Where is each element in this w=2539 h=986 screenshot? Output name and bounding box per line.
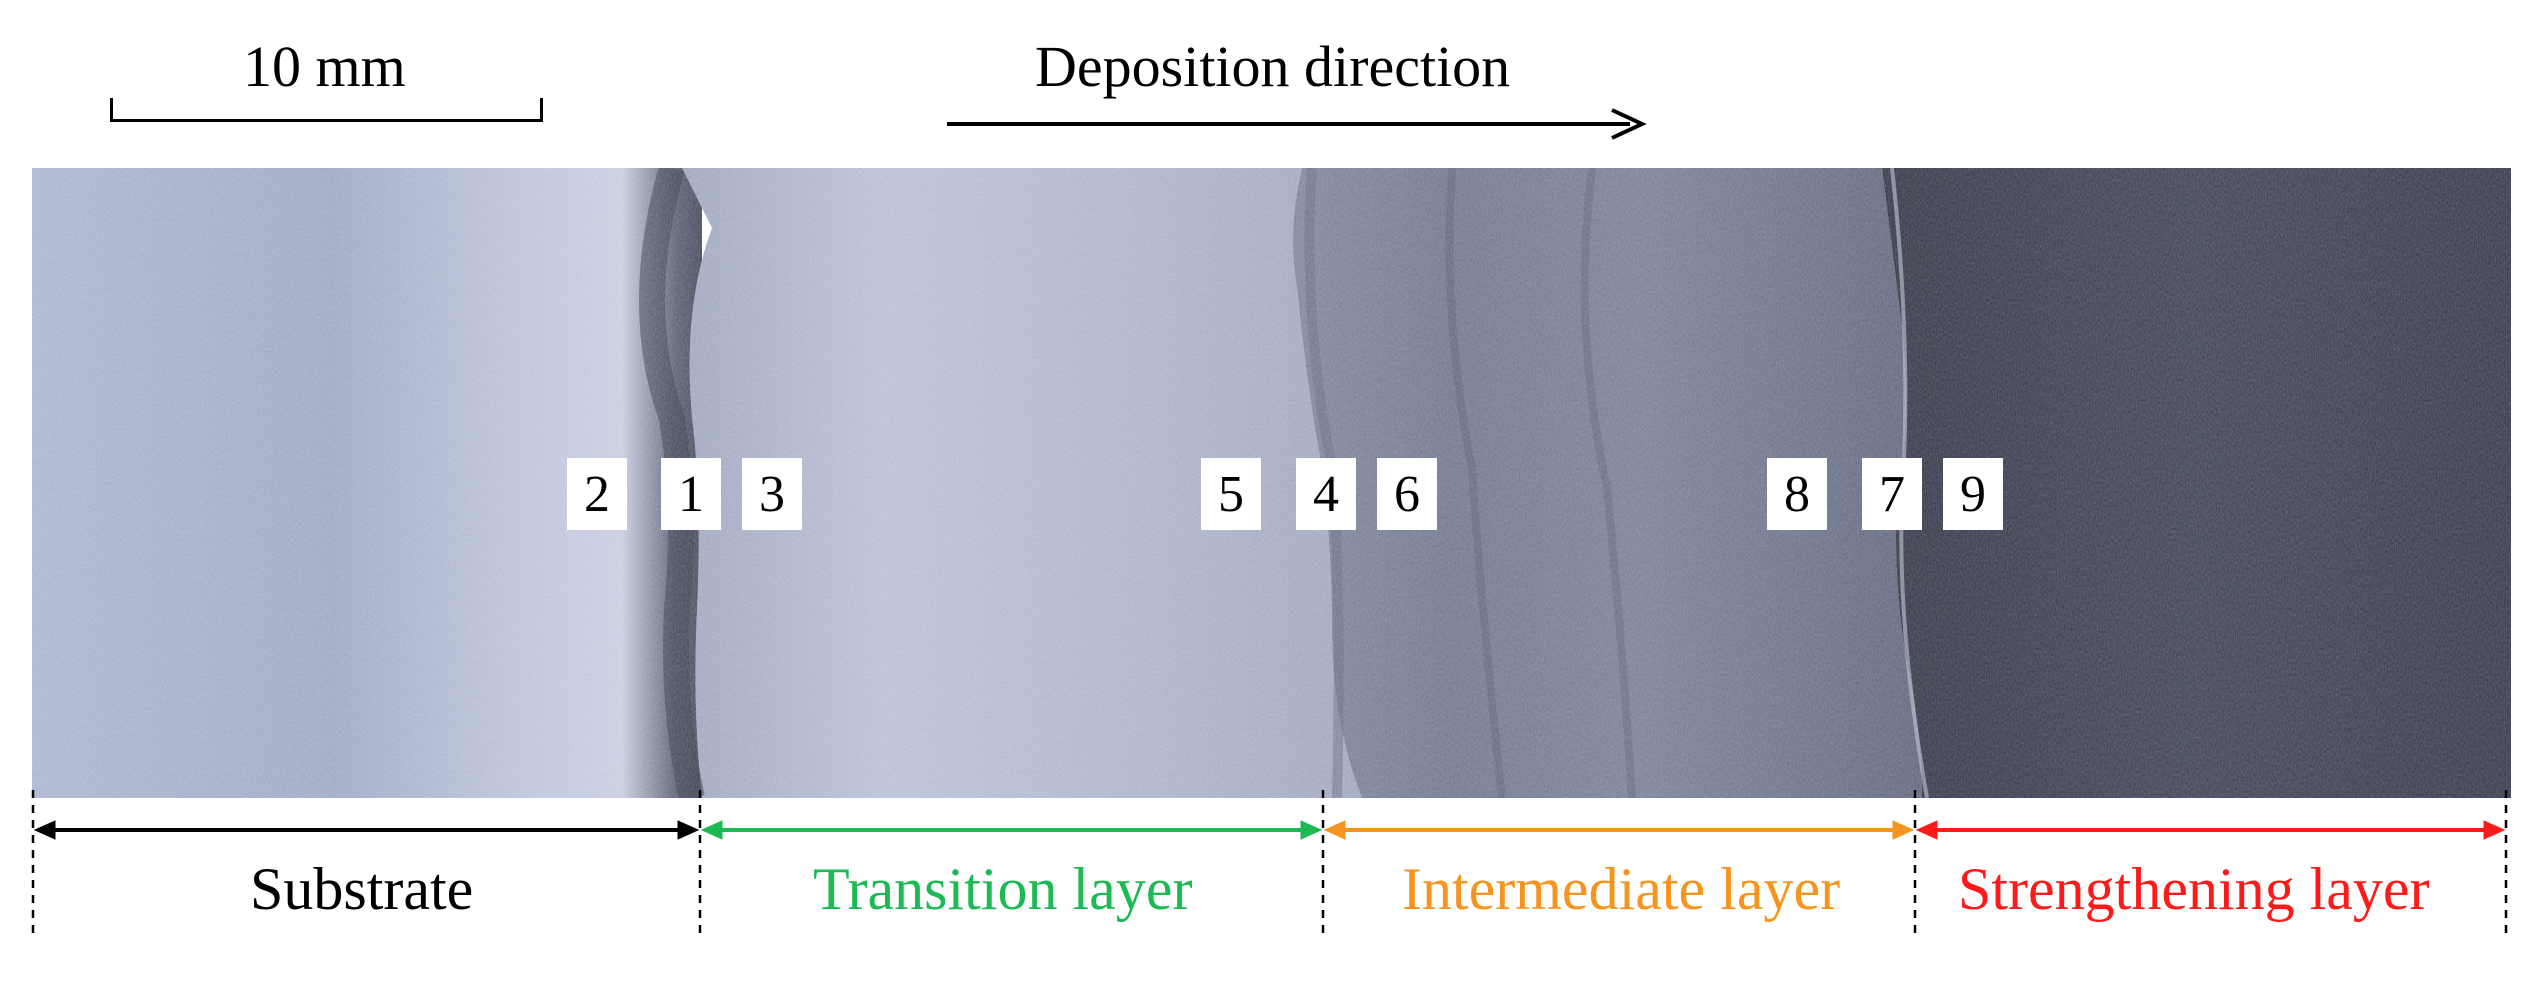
marker-3: 3 (742, 458, 802, 530)
marker-1: 1 (661, 458, 721, 530)
strengthening-span-arrow (1915, 820, 2506, 840)
marker-4: 4 (1296, 458, 1356, 530)
zone-label-substrate: Substrate (250, 856, 474, 922)
intermediate-span-arrow (1323, 820, 1915, 840)
macrograph-photo (32, 168, 2511, 798)
marker-5: 5 (1201, 458, 1261, 530)
zone-label-strengthening: Strengthening layer (1958, 856, 2430, 922)
marker-8: 8 (1767, 458, 1827, 530)
zone-label-intermediate: Intermediate layer (1402, 856, 1841, 922)
scale-bar-label: 10 mm (243, 34, 406, 99)
deposition-direction-arrow (947, 108, 1647, 140)
marker-2: 2 (567, 458, 627, 530)
zone-dimension-arrows (31, 790, 2508, 935)
zone-label-transition: Transition layer (813, 856, 1193, 922)
substrate-span-arrow (33, 820, 700, 840)
transition-span-arrow (700, 820, 1323, 840)
marker-9: 9 (1943, 458, 2003, 530)
deposition-direction-label: Deposition direction (1035, 34, 1511, 99)
marker-7: 7 (1862, 458, 1922, 530)
marker-6: 6 (1377, 458, 1437, 530)
scale-bar (110, 98, 543, 122)
